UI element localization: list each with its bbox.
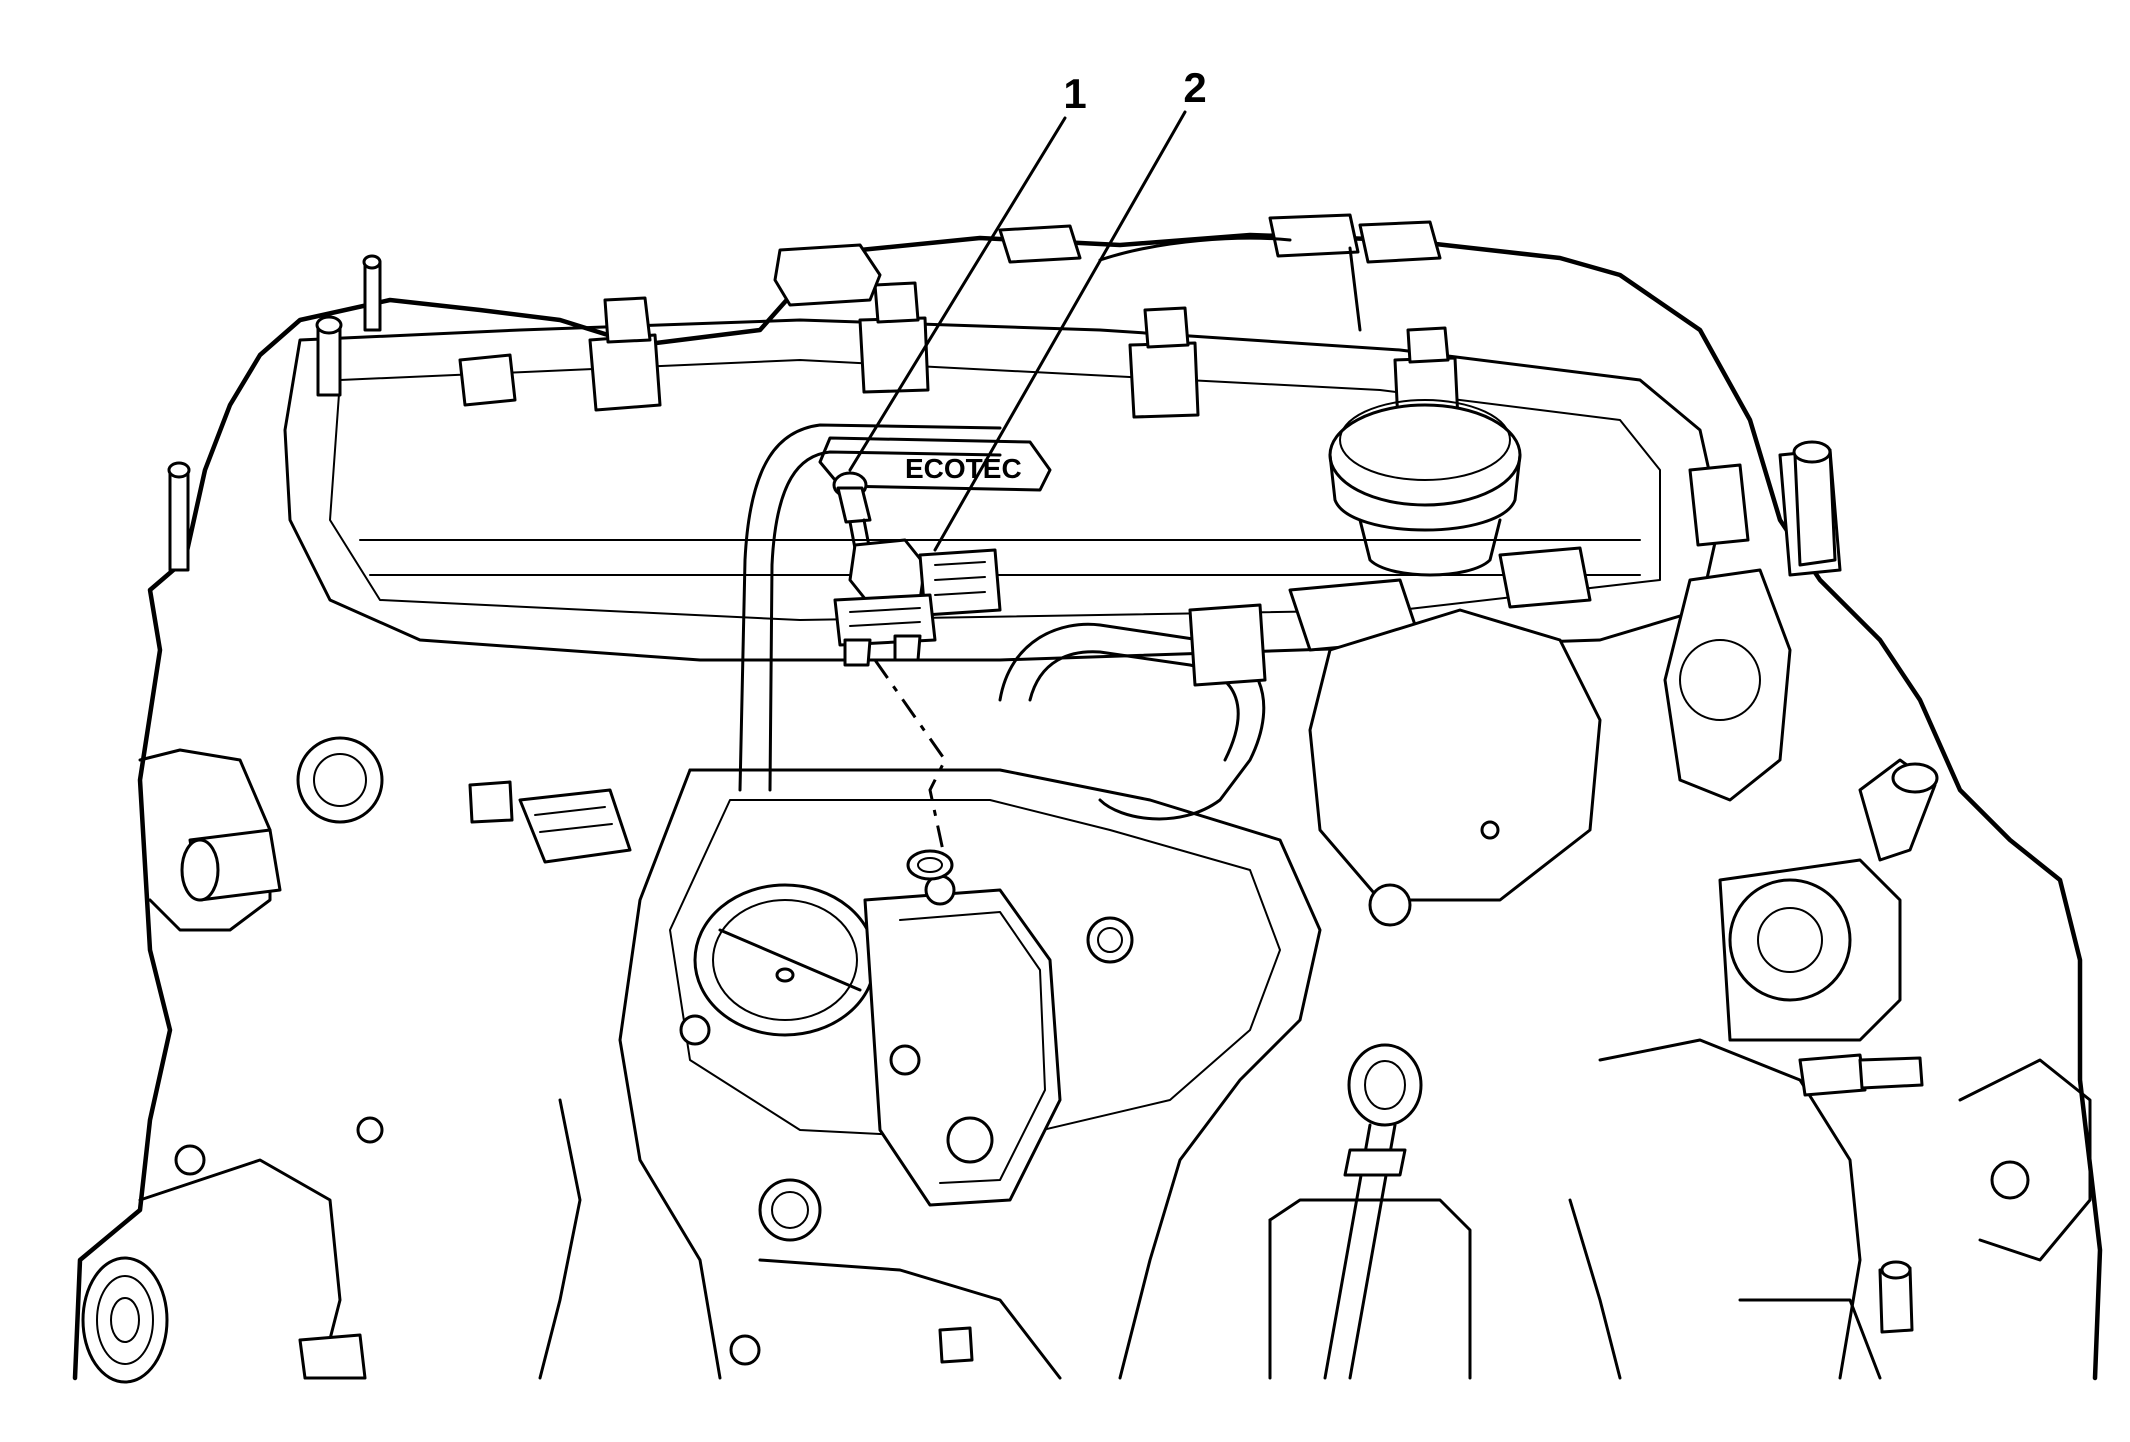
breather-hose (738, 423, 1002, 792)
left-coolant-outlet (138, 736, 384, 932)
callout-1-label: 1 (1063, 70, 1086, 117)
vacuum-pump-housing (1308, 568, 1792, 927)
part-1-bolt (832, 471, 876, 577)
alternator-pulley (81, 1116, 384, 1384)
oil-filter-housing (1268, 1198, 1472, 1380)
intake-manifold (688, 768, 1322, 1380)
breather-hose-inner (768, 450, 1002, 792)
part-2-sensor (833, 538, 1002, 667)
callout-2-label: 2 (1183, 64, 1206, 111)
valve-cover (283, 318, 1722, 662)
throttle-body (693, 883, 1062, 1242)
left-connector (468, 780, 632, 864)
sensor-mounting-hole (906, 849, 954, 881)
intake-manifold-left (618, 768, 722, 1380)
brand-plate-text: ECOTEC (905, 453, 1022, 484)
engine-outline (72, 232, 2103, 1381)
valve-cover-rib (359, 539, 1641, 576)
thermostat-housing (1718, 440, 1939, 1042)
callout-2-leader-line (933, 110, 1187, 552)
lower-right-accessories (1568, 1038, 2092, 1380)
left-studs (167, 254, 517, 572)
ignition-coils (588, 281, 1460, 424)
wiring-harness-inner (1028, 650, 1240, 762)
lower-manifold-details (538, 1098, 1062, 1380)
installation-path-line (873, 659, 947, 861)
top-harness-connectors (773, 213, 1442, 332)
callout-2: 2 (933, 64, 1207, 552)
oil-dipstick (1323, 1043, 1423, 1380)
callout-1-leader-line (848, 116, 1067, 472)
oil-filler-cap (1328, 399, 1522, 577)
callout-1: 1 (848, 70, 1087, 472)
